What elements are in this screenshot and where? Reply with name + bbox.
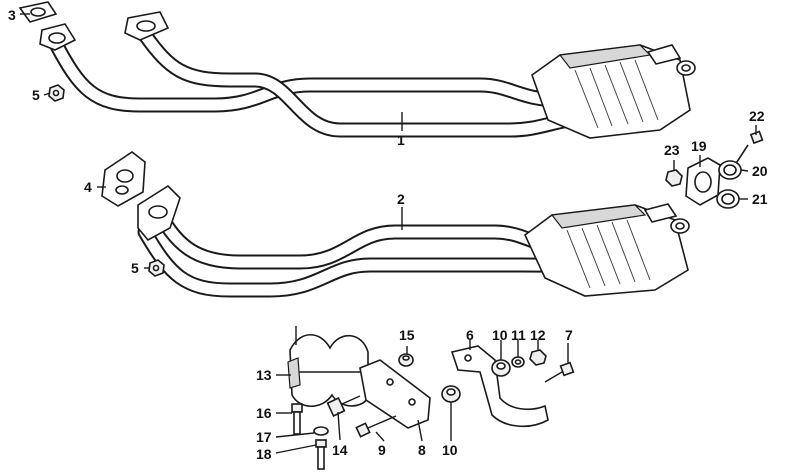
flange-19[interactable] [685,157,721,206]
nut-5-upper[interactable] [48,84,65,102]
gasket-4[interactable] [101,151,146,207]
gasket-ring-21[interactable] [716,189,740,209]
callout-5-upper: 5 [32,87,40,103]
catalytic-converter [523,203,690,297]
callout-16: 16 [256,405,272,421]
callout-6: 6 [466,327,474,343]
bolt-14[interactable] [326,395,361,417]
bracket-8[interactable] [359,359,431,429]
callout-13: 13 [256,367,272,383]
catalytic-converter [531,44,696,139]
leader-lines [20,13,757,454]
front-pipe-assembly-2[interactable] [137,184,690,298]
bracket-6[interactable] [450,345,549,428]
callout-14: 14 [332,442,348,458]
callout-15: 15 [399,327,415,343]
callout-10-upper: 10 [492,327,508,343]
front-pipe-assembly-1[interactable] [39,11,696,139]
callout-22: 22 [749,108,765,124]
callout-23: 23 [664,142,680,158]
callout-1: 1 [397,132,405,148]
nut-12[interactable] [529,349,547,366]
washer-17[interactable] [313,426,329,436]
bolt-18[interactable] [315,439,327,470]
callout-10-lower: 10 [442,442,458,458]
callout-11: 11 [511,327,526,343]
rubber-mount-10a[interactable] [491,359,511,377]
callout-19: 19 [691,138,707,154]
clamp-13[interactable] [287,326,370,408]
callout-17: 17 [256,429,272,445]
nut-23[interactable] [665,169,683,187]
rubber-mount-10b[interactable] [441,385,461,403]
callout-labels: 3 5 1 4 2 5 22 23 19 20 21 15 6 10 11 12… [8,7,768,462]
callout-2: 2 [397,191,405,207]
bolt-9[interactable] [355,415,397,438]
gasket-ring-20[interactable] [718,160,742,180]
inlet-flange [39,23,77,51]
callout-8: 8 [418,442,426,458]
bushing-15[interactable] [398,353,414,367]
nut-5-lower[interactable] [148,259,165,277]
callout-18: 18 [256,446,272,462]
callout-9: 9 [378,442,386,458]
bolt-7[interactable] [544,361,575,383]
callout-3: 3 [8,7,16,23]
callout-20: 20 [752,163,768,179]
callout-4: 4 [84,179,92,195]
gasket-3[interactable] [18,1,58,23]
callout-12: 12 [530,327,546,343]
bolt-16[interactable] [291,403,303,435]
callout-21: 21 [752,191,768,207]
inlet-flange [124,11,170,41]
callout-7: 7 [565,327,573,343]
callout-5-lower: 5 [131,260,139,276]
inlet-flange [137,184,181,242]
washer-11[interactable] [511,356,525,368]
